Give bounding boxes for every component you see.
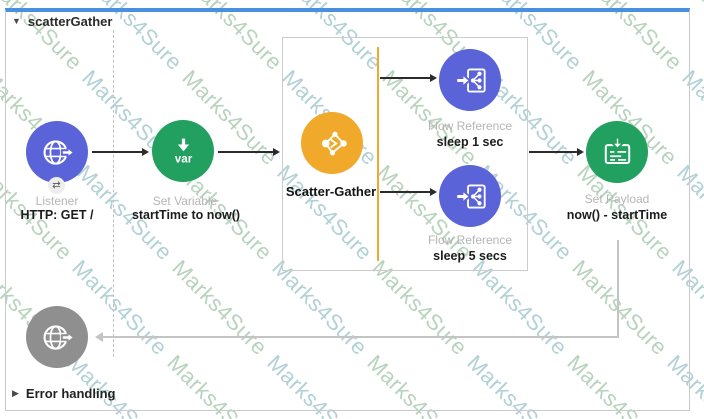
error-handling-label: Error handling [25, 386, 116, 401]
set-variable-value-label: startTime to now() [131, 208, 241, 222]
globe-arrow-icon [43, 324, 76, 350]
arrow-into-subflow-icon [454, 183, 486, 209]
source-process-divider [113, 30, 114, 357]
set-variable-type-label: Set Variable [152, 194, 218, 208]
flow-title[interactable]: scatterGather [27, 14, 113, 29]
arrow-into-subflow-icon [454, 67, 486, 93]
flow-reference-2-value-label: sleep 5 secs [433, 249, 507, 263]
scatter-network-icon [321, 131, 347, 155]
connector-setvariable-scattergather [218, 148, 280, 156]
connector-route1 [380, 74, 437, 82]
expand-triangle-icon[interactable]: ▶ [12, 388, 19, 398]
return-connector-horizontal [103, 336, 619, 338]
listener-value-label: HTTP: GET / [20, 208, 94, 222]
var-down-arrow-icon: var [174, 138, 192, 165]
document-download-icon [604, 136, 630, 164]
response-node[interactable] [26, 306, 88, 368]
connector-route2 [380, 188, 437, 196]
flow-header[interactable]: ▼ scatterGather [12, 14, 112, 29]
scatter-gather-label: Scatter-Gather [285, 184, 377, 199]
listener-type-label: Listener [35, 194, 79, 208]
scatter-gather-route-divider [377, 47, 379, 261]
error-handling-section[interactable]: ▶ Error handling [12, 386, 115, 401]
connector-scattergather-setpayload [529, 148, 584, 156]
set-payload-type-label: Set Payload [584, 192, 650, 206]
var-icon-text: var [174, 152, 192, 165]
flow-container [5, 8, 690, 411]
listener-node[interactable] [26, 121, 88, 183]
flow-reference-1-value-label: sleep 1 sec [436, 135, 504, 149]
return-arrowhead [95, 332, 103, 342]
connector-listener-setvariable [92, 148, 149, 156]
set-payload-value-label: now() - startTime [566, 208, 668, 222]
set-payload-node[interactable] [586, 121, 648, 183]
scatter-gather-node[interactable] [301, 112, 363, 174]
flow-reference-1-type-label: Flow Reference [427, 119, 513, 133]
scatter-gather-route-box [282, 37, 528, 271]
flow-reference-2-node[interactable] [439, 165, 501, 227]
flow-reference-1-node[interactable] [439, 49, 501, 111]
flow-reference-2-type-label: Flow Reference [427, 233, 513, 247]
return-connector-vertical [617, 240, 619, 337]
request-response-icon: ⇄ [48, 177, 65, 194]
set-variable-node[interactable]: var [152, 120, 214, 182]
globe-arrow-icon [43, 139, 76, 165]
collapse-triangle-icon[interactable]: ▼ [12, 16, 21, 26]
